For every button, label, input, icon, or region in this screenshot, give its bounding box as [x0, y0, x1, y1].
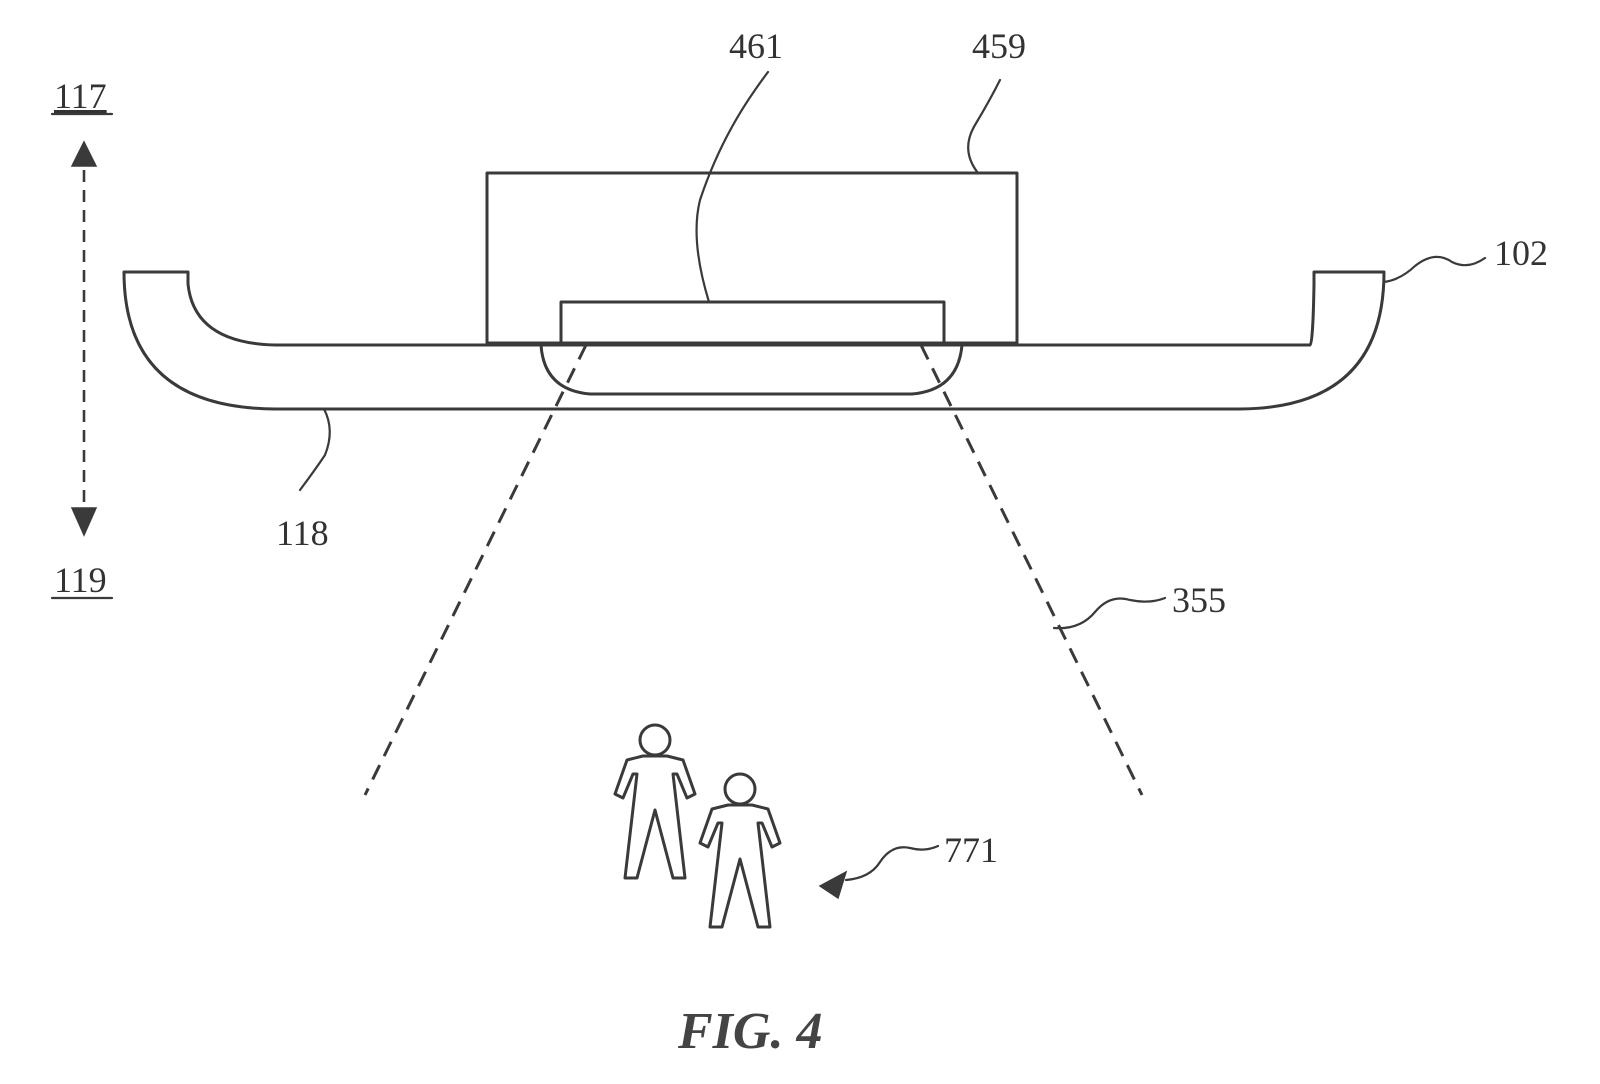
- component-461: [559, 300, 946, 345]
- direction-arrow: [70, 140, 98, 537]
- leader-459: [967, 78, 1002, 175]
- leader-355: [1052, 596, 1167, 630]
- leader-118: [298, 407, 331, 492]
- leader-461: [695, 70, 770, 304]
- lens-window: [539, 343, 964, 396]
- figure-caption: FIG. 4: [677, 1003, 822, 1060]
- label-119: 119: [54, 560, 107, 600]
- fov-line-right: [919, 344, 1144, 796]
- label-102: 102: [1494, 233, 1548, 273]
- label-355: 355: [1172, 580, 1226, 620]
- label-459: 459: [972, 26, 1026, 66]
- fov-line-left: [363, 344, 588, 796]
- frame-102: [122, 270, 1386, 411]
- housing-459: [485, 171, 1019, 345]
- person-figure-2: [698, 772, 782, 929]
- label-117: 117: [54, 76, 107, 116]
- arrow-771: [818, 870, 848, 900]
- label-771: 771: [944, 830, 998, 870]
- label-461: 461: [729, 26, 783, 66]
- label-118: 118: [276, 513, 329, 553]
- person-figure-1: [613, 723, 697, 880]
- leader-771: [844, 844, 940, 882]
- leader-102: [1382, 255, 1487, 284]
